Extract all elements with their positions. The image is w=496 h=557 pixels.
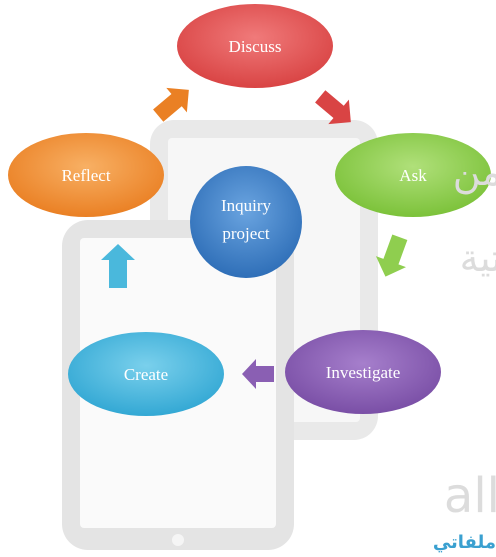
watermark-text-line2: تية — [459, 236, 496, 280]
node-investigate: Investigate — [285, 330, 441, 414]
node-investigate-label: Investigate — [326, 363, 401, 382]
watermark-text-line4: ملفاتي — [432, 532, 496, 553]
arrow-discuss-to-ask — [315, 90, 351, 125]
arrow-investigate-to-create — [242, 359, 274, 389]
node-ask: Ask — [335, 133, 491, 217]
node-center-inquiry-project: Inquiry project — [190, 166, 302, 278]
node-discuss-label: Discuss — [229, 37, 282, 56]
node-ask-label: Ask — [399, 166, 427, 185]
arrow-create-to-reflect — [101, 244, 135, 288]
arrow-ask-to-investigate — [375, 234, 408, 277]
node-discuss: Discuss — [177, 4, 333, 88]
node-create: Create — [68, 332, 224, 416]
node-reflect: Reflect — [8, 133, 164, 217]
arrow-reflect-to-discuss — [153, 87, 189, 122]
watermark-text-line1: من — [452, 150, 496, 194]
center-label-line1: Inquiry — [221, 196, 272, 215]
node-reflect-label: Reflect — [61, 166, 110, 185]
center-label-line2: project — [222, 224, 269, 243]
node-create-label: Create — [124, 365, 168, 384]
watermark-text-line3: all — [443, 468, 496, 524]
